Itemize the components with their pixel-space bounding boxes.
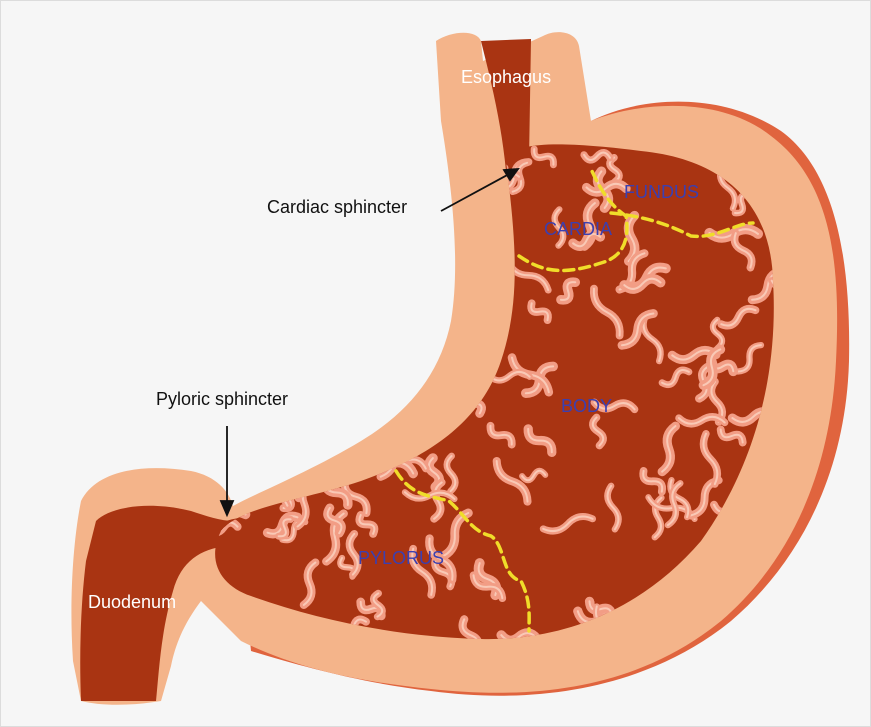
rugae-fold-highlight bbox=[367, 320, 379, 365]
cardiac-sphincter-label: Cardiac sphincter bbox=[267, 198, 407, 216]
rugae-fold bbox=[367, 320, 379, 365]
rugae-fold-highlight bbox=[408, 224, 426, 246]
rugae-fold bbox=[251, 260, 273, 291]
rugae-fold-highlight bbox=[202, 215, 219, 248]
rugae-fold-highlight bbox=[298, 261, 343, 284]
rugae-fold-highlight bbox=[268, 349, 280, 382]
rugae-fold-highlight bbox=[251, 260, 273, 291]
rugae-fold bbox=[193, 306, 212, 350]
rugae-fold bbox=[412, 308, 440, 351]
fundus-label: FUNDUS bbox=[624, 183, 699, 201]
rugae-fold bbox=[224, 220, 261, 256]
rugae-fold-highlight bbox=[224, 220, 261, 256]
rugae-fold bbox=[277, 181, 303, 198]
rugae-fold bbox=[282, 138, 288, 158]
rugae-fold-highlight bbox=[323, 343, 354, 351]
rugae-fold-highlight bbox=[288, 135, 305, 151]
rugae-fold bbox=[266, 351, 274, 373]
rugae-fold-highlight bbox=[348, 264, 387, 270]
pylorus-label: PYLORUS bbox=[358, 549, 444, 567]
rugae-fold-highlight bbox=[412, 308, 440, 351]
rugae-fold bbox=[331, 419, 343, 441]
rugae-fold-highlight bbox=[282, 138, 288, 158]
rugae-fold-highlight bbox=[377, 227, 397, 250]
rugae-fold-highlight bbox=[413, 273, 432, 321]
rugae-fold bbox=[352, 388, 374, 398]
rugae-fold bbox=[413, 187, 450, 207]
rugae-fold bbox=[377, 227, 397, 250]
rugae-fold-highlight bbox=[305, 224, 322, 250]
rugae-fold-highlight bbox=[226, 174, 263, 197]
rugae-fold bbox=[387, 307, 414, 349]
rugae-fold-highlight bbox=[295, 312, 319, 332]
rugae-fold bbox=[413, 273, 432, 321]
rugae-fold-highlight bbox=[222, 300, 261, 319]
rugae-fold-highlight bbox=[205, 272, 243, 281]
rugae-fold bbox=[185, 309, 215, 327]
rugae-fold-highlight bbox=[185, 309, 215, 327]
rugae-fold bbox=[305, 224, 322, 250]
rugae-fold bbox=[274, 353, 296, 384]
rugae-fold bbox=[288, 135, 305, 151]
rugae-fold bbox=[400, 264, 413, 309]
rugae-fold-highlight bbox=[387, 307, 414, 349]
esophagus-label: Esophagus bbox=[461, 68, 551, 86]
duodenum-label: Duodenum bbox=[88, 593, 176, 611]
rugae-fold-highlight bbox=[331, 419, 343, 441]
pyloric-sphincter-label: Pyloric sphincter bbox=[156, 390, 288, 408]
rugae-fold bbox=[323, 343, 354, 351]
body-label: BODY bbox=[561, 397, 612, 415]
rugae-fold bbox=[317, 410, 325, 429]
rugae-fold bbox=[348, 264, 387, 270]
rugae-fold bbox=[295, 312, 319, 332]
rugae-fold bbox=[268, 349, 280, 382]
rugae-fold-highlight bbox=[274, 353, 296, 384]
rugae-fold-highlight bbox=[317, 410, 325, 429]
rugae-fold bbox=[226, 174, 263, 197]
rugae-fold-highlight bbox=[277, 181, 303, 198]
rugae-fold bbox=[205, 272, 243, 281]
rugae-fold-highlight bbox=[266, 351, 274, 373]
rugae-fold bbox=[298, 261, 343, 284]
rugae-fold-highlight bbox=[352, 388, 374, 398]
rugae-fold-highlight bbox=[311, 155, 360, 176]
rugae-fold-highlight bbox=[392, 247, 410, 280]
rugae-fold bbox=[408, 224, 426, 246]
rugae-fold-highlight bbox=[330, 149, 373, 166]
rugae-fold bbox=[392, 247, 410, 280]
rugae-fold bbox=[311, 155, 360, 176]
rugae-fold bbox=[222, 300, 261, 319]
rugae-fold-highlight bbox=[193, 306, 212, 350]
rugae-fold-highlight bbox=[413, 187, 450, 207]
rugae-fold bbox=[202, 215, 219, 248]
rugae-fold-highlight bbox=[400, 264, 413, 309]
cardia-label: CARDIA bbox=[544, 220, 612, 238]
rugae-fold bbox=[330, 149, 373, 166]
